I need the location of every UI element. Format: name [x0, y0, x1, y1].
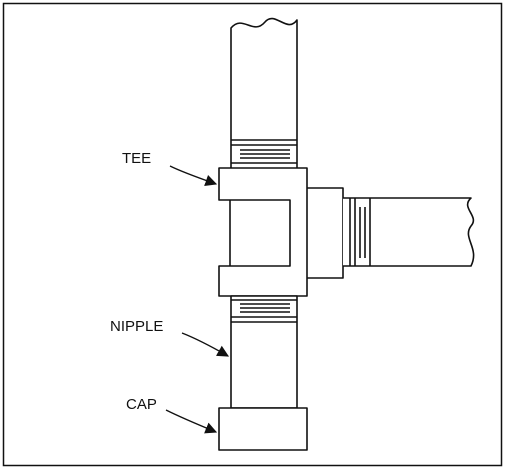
cap: [218, 407, 308, 451]
cap-leader-arrow: [165, 409, 218, 434]
tee-label: TEE: [122, 150, 151, 167]
nipple: [230, 295, 298, 409]
vertical-pipe: [230, 17, 298, 168]
branch-pipe: [343, 197, 475, 267]
cap-label: CAP: [126, 396, 157, 413]
nipple-leader-arrow: [181, 332, 230, 357]
tee-leader-arrow: [169, 165, 218, 187]
nipple-label: NIPPLE: [110, 318, 163, 335]
